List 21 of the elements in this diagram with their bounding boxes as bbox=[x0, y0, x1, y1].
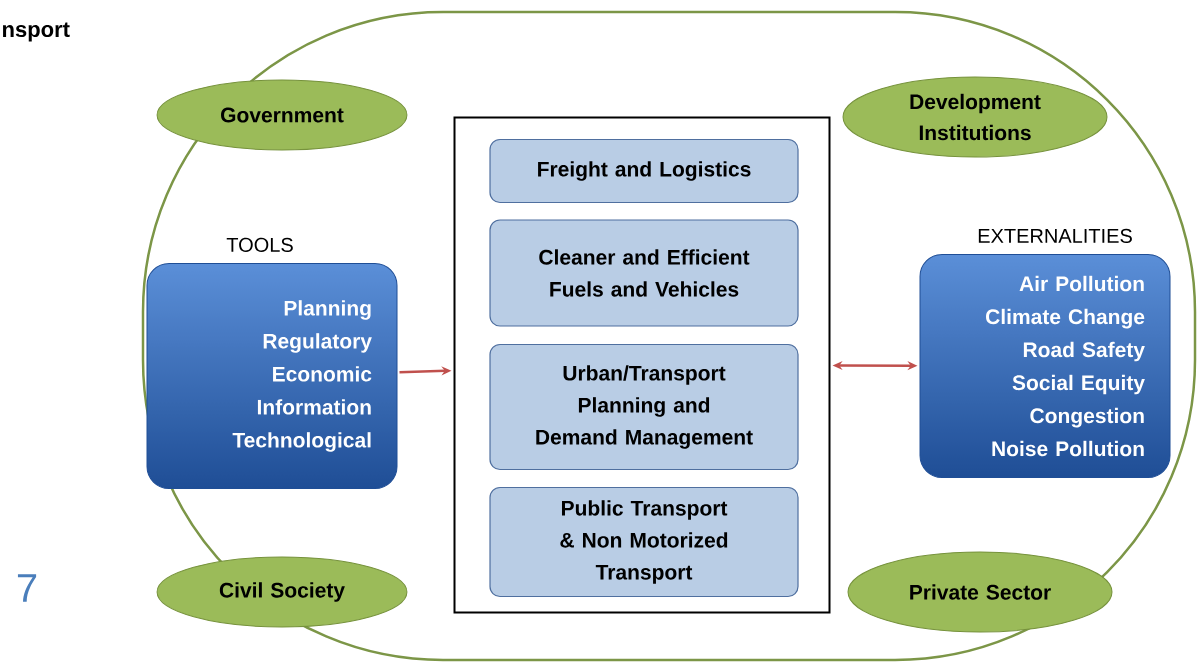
node-label: Information bbox=[257, 399, 371, 415]
node-label: Regulatory bbox=[263, 333, 372, 353]
node-label: Climate Change bbox=[986, 308, 1145, 329]
node-label: Congestion bbox=[1030, 407, 1144, 428]
heading: EXTERNALITIES bbox=[978, 228, 1132, 243]
topic-box: Freight and Logistics bbox=[489, 138, 799, 204]
topic-box: Public Transport & Non Motorized Transport bbox=[489, 486, 799, 598]
node-label: Road Safety bbox=[1023, 341, 1145, 362]
list-box: Air Pollution Climate Change Road Safety Social Equity Congestion Noise Pollution bbox=[919, 254, 1171, 478]
topic-box: Urban/Transport Planning and Demand Management bbox=[489, 343, 799, 471]
topic-box: Cleaner and Efficient Fuels and Vehicles bbox=[489, 219, 799, 327]
node-label: Technological bbox=[232, 432, 371, 452]
node-label: Social Equity bbox=[1012, 374, 1145, 395]
heading: TOOLS bbox=[226, 237, 293, 252]
title-fragment: nsport bbox=[3, 22, 70, 42]
node-label: Planning bbox=[284, 300, 371, 320]
node-label: Economic bbox=[273, 366, 372, 382]
list-box: Planning Regulatory Economic Information Technological bbox=[146, 263, 398, 489]
page-number: 7 bbox=[17, 574, 37, 602]
node-label: Noise Pollution bbox=[992, 440, 1144, 457]
node-label: Air Pollution bbox=[1019, 275, 1144, 292]
